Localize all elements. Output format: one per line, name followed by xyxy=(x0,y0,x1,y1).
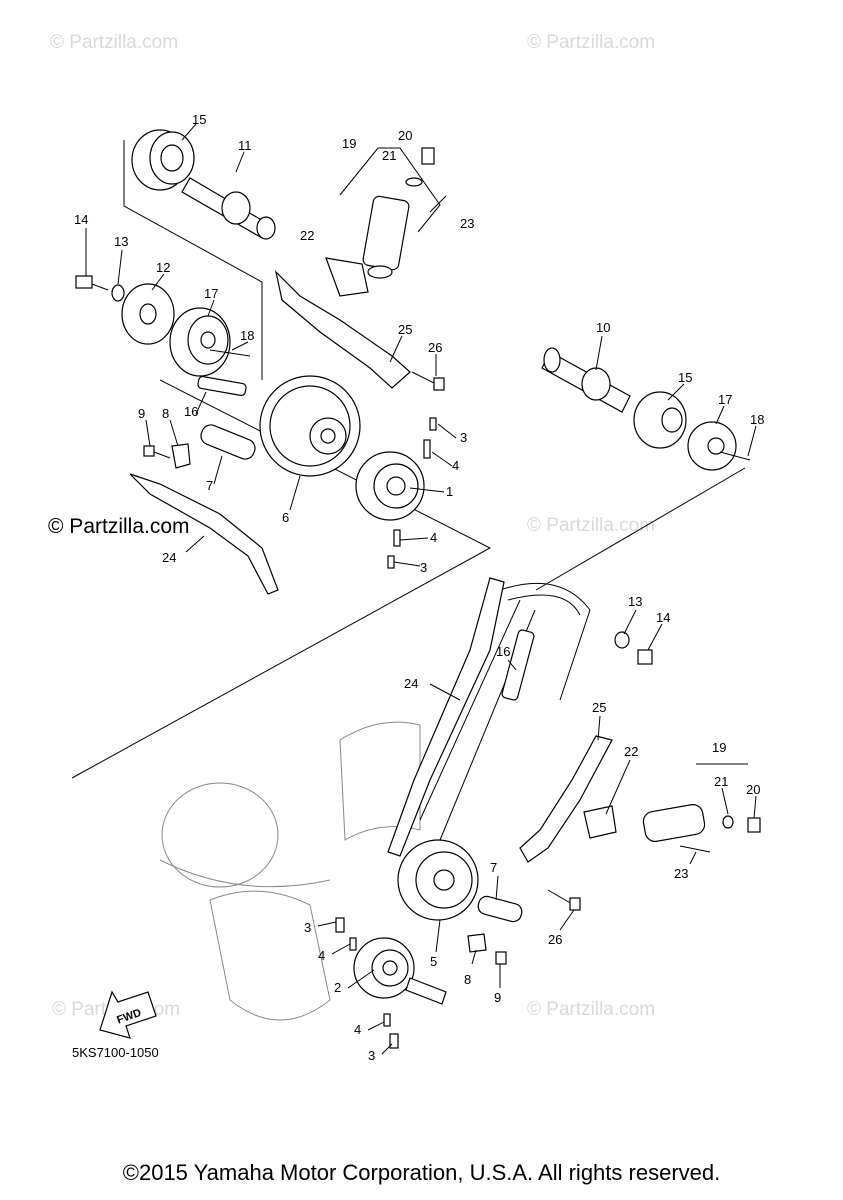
fwd-arrow-icon: FWD xyxy=(99,990,157,1039)
part-9-bolt-lower xyxy=(495,951,507,965)
callout-7-upper: 7 xyxy=(206,478,213,493)
callout-9-lower: 9 xyxy=(494,990,501,1005)
callout-24-upper: 24 xyxy=(162,550,176,565)
callout-20-lower: 20 xyxy=(746,782,760,797)
callout-17-right: 17 xyxy=(718,392,732,407)
part-22-gasket-lower xyxy=(583,805,617,839)
part-26-bolt-lower xyxy=(547,889,581,911)
watermark-top-left: © Partzilla.com xyxy=(50,32,178,53)
part-7-shaft-upper xyxy=(200,424,256,460)
callout-12: 12 xyxy=(156,260,170,275)
callout-14-right: 14 xyxy=(656,610,670,625)
part-8-plate-lower xyxy=(467,933,487,953)
part-16-cam-chain xyxy=(419,582,591,841)
callout-17-upper: 17 xyxy=(204,286,218,301)
part-24-guide-lower xyxy=(387,577,505,857)
bracket-lines xyxy=(71,140,746,779)
watermark-mid-left: © Partzilla.com xyxy=(48,515,190,538)
callout-14-upper: 14 xyxy=(74,212,88,227)
part-19-tensioner-upper xyxy=(362,147,447,279)
callout-26-lower: 26 xyxy=(548,932,562,947)
watermark-top-right: © Partzilla.com xyxy=(527,32,655,53)
callout-19-lower: 19 xyxy=(712,740,726,755)
callout-23-upper: 23 xyxy=(460,216,474,231)
part-17-sprocket-upper xyxy=(169,307,231,377)
part-22-gasket-upper xyxy=(325,257,369,297)
callout-13-upper: 13 xyxy=(114,234,128,249)
callout-3-c: 3 xyxy=(304,920,311,935)
part-3-4-springs-upper xyxy=(387,417,437,569)
callout-20-upper: 20 xyxy=(398,128,412,143)
part-7-shaft-lower xyxy=(477,895,523,923)
part-10-camshaft xyxy=(541,347,631,413)
part-2-gear xyxy=(353,937,447,1005)
callout-22-lower: 22 xyxy=(624,744,638,759)
callout-2: 2 xyxy=(334,980,341,995)
watermark-bottom-right: © Partzilla.com xyxy=(527,999,655,1020)
callout-9-upper: 9 xyxy=(138,406,145,421)
callout-6: 6 xyxy=(282,510,289,525)
part-5-gear xyxy=(397,839,479,921)
copyright-notice: ©2015 Yamaha Motor Corporation, U.S.A. A… xyxy=(122,1160,721,1185)
engine-outline xyxy=(159,721,421,1021)
callout-4-b: 4 xyxy=(430,530,437,545)
callout-22-upper: 22 xyxy=(300,228,314,243)
part-26-bolt-upper xyxy=(411,371,445,391)
callout-8-lower: 8 xyxy=(464,972,471,987)
part-25-guide-upper xyxy=(274,270,411,389)
part-18-pin-upper xyxy=(209,349,251,357)
callout-25-upper: 25 xyxy=(398,322,412,337)
part-25-guide-lower xyxy=(519,735,613,863)
part-11-camshaft xyxy=(181,177,276,240)
callout-15-right: 15 xyxy=(678,370,692,385)
part-12-plate xyxy=(121,283,175,345)
callout-21-lower: 21 xyxy=(714,774,728,789)
callout-25-lower: 25 xyxy=(592,700,606,715)
callout-18-right: 18 xyxy=(750,412,764,427)
callout-4-c: 4 xyxy=(318,948,325,963)
leader-lines xyxy=(85,123,757,1055)
callout-26-upper: 26 xyxy=(428,340,442,355)
callout-labels: 15 11 19 20 21 23 22 14 13 12 17 18 25 2… xyxy=(74,112,764,1063)
callout-16-lower: 16 xyxy=(496,644,510,659)
part-24-guide-upper xyxy=(129,473,279,595)
part-6-gear xyxy=(259,375,361,477)
callout-24-lower: 24 xyxy=(404,676,418,691)
callout-23-lower: 23 xyxy=(674,866,688,881)
callout-15-upper: 15 xyxy=(192,112,206,127)
callout-19-upper: 19 xyxy=(342,136,356,151)
callout-5: 5 xyxy=(430,954,437,969)
part-18-pin-right xyxy=(719,451,751,461)
callout-11: 11 xyxy=(238,138,252,153)
part-14-bolt-upper xyxy=(75,275,109,291)
part-17-sprocket-right xyxy=(687,421,737,471)
callout-4-d: 4 xyxy=(354,1022,361,1037)
callout-10: 10 xyxy=(596,320,610,335)
callout-18-upper: 18 xyxy=(240,328,254,343)
part-19-tensioner-lower xyxy=(642,804,761,853)
callout-16-upper: 16 xyxy=(184,404,198,419)
part-16-chain-upper xyxy=(197,375,247,397)
callout-3-b: 3 xyxy=(420,560,427,575)
callout-21-upper: 21 xyxy=(382,148,396,163)
part-15-bearing-right xyxy=(633,391,687,449)
part-15-bearing-upper xyxy=(131,129,195,191)
part-9-bolt-upper xyxy=(143,445,171,459)
part-13-washer-right xyxy=(614,631,630,649)
callout-3-d: 3 xyxy=(368,1048,375,1063)
callout-8-upper: 8 xyxy=(162,406,169,421)
watermark-mid-right: © Partzilla.com xyxy=(527,515,655,536)
part-13-washer-upper xyxy=(111,284,125,302)
callout-13-right: 13 xyxy=(628,594,642,609)
part-1-gear xyxy=(355,451,425,521)
part-8-plate-upper xyxy=(171,443,191,469)
callout-1: 1 xyxy=(446,484,453,499)
callout-7-lower: 7 xyxy=(490,860,497,875)
part-14-bolt-right xyxy=(637,649,653,665)
part-3-4-springs-lower xyxy=(335,917,399,1049)
callout-3-a: 3 xyxy=(460,430,467,445)
diagram-code: 5KS7100-1050 xyxy=(72,1045,159,1060)
callout-4-a: 4 xyxy=(452,458,459,473)
